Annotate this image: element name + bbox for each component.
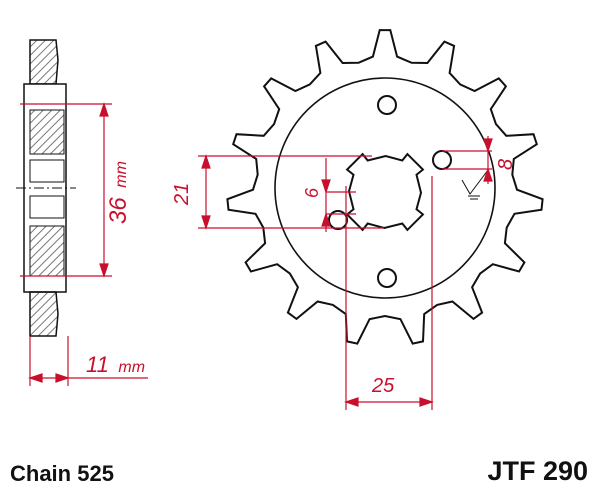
side-hub-hatch-lower [29, 225, 65, 277]
side-hub-hatch-upper [29, 109, 65, 155]
label-width: 11 mm [86, 352, 145, 377]
label-keyway: 6 [302, 187, 322, 198]
spline-hole [345, 152, 425, 232]
dim-spline-minor [344, 176, 434, 410]
dim-width [28, 336, 148, 386]
dim-spline-major [198, 154, 384, 230]
dim-bolt-hole [442, 136, 493, 184]
bolt-hole-bottom [377, 268, 397, 288]
label-bolt-hole: 8 [495, 159, 517, 170]
label-hub-height: 36 mm [105, 161, 132, 224]
label-spline-minor: 25 [371, 375, 395, 397]
dim-keyway [321, 158, 356, 232]
chain-label: Chain 525 [10, 461, 114, 486]
label-spline-major: 21 [171, 183, 193, 206]
surface-finish-icon [461, 169, 489, 200]
side-tooth-top [29, 39, 59, 85]
bolt-hole-top [377, 95, 397, 115]
part-number: JTF 290 [487, 456, 588, 486]
side-view [16, 39, 76, 337]
side-hub-slot-1 [29, 159, 65, 183]
side-hub-slot-2 [29, 195, 65, 219]
dim-hub-height [20, 102, 112, 278]
front-view [226, 29, 544, 345]
sprocket-inner-circle [274, 77, 496, 299]
bolt-hole-right [432, 150, 452, 170]
lock-hole [328, 210, 348, 230]
side-tooth-bottom [29, 291, 59, 337]
